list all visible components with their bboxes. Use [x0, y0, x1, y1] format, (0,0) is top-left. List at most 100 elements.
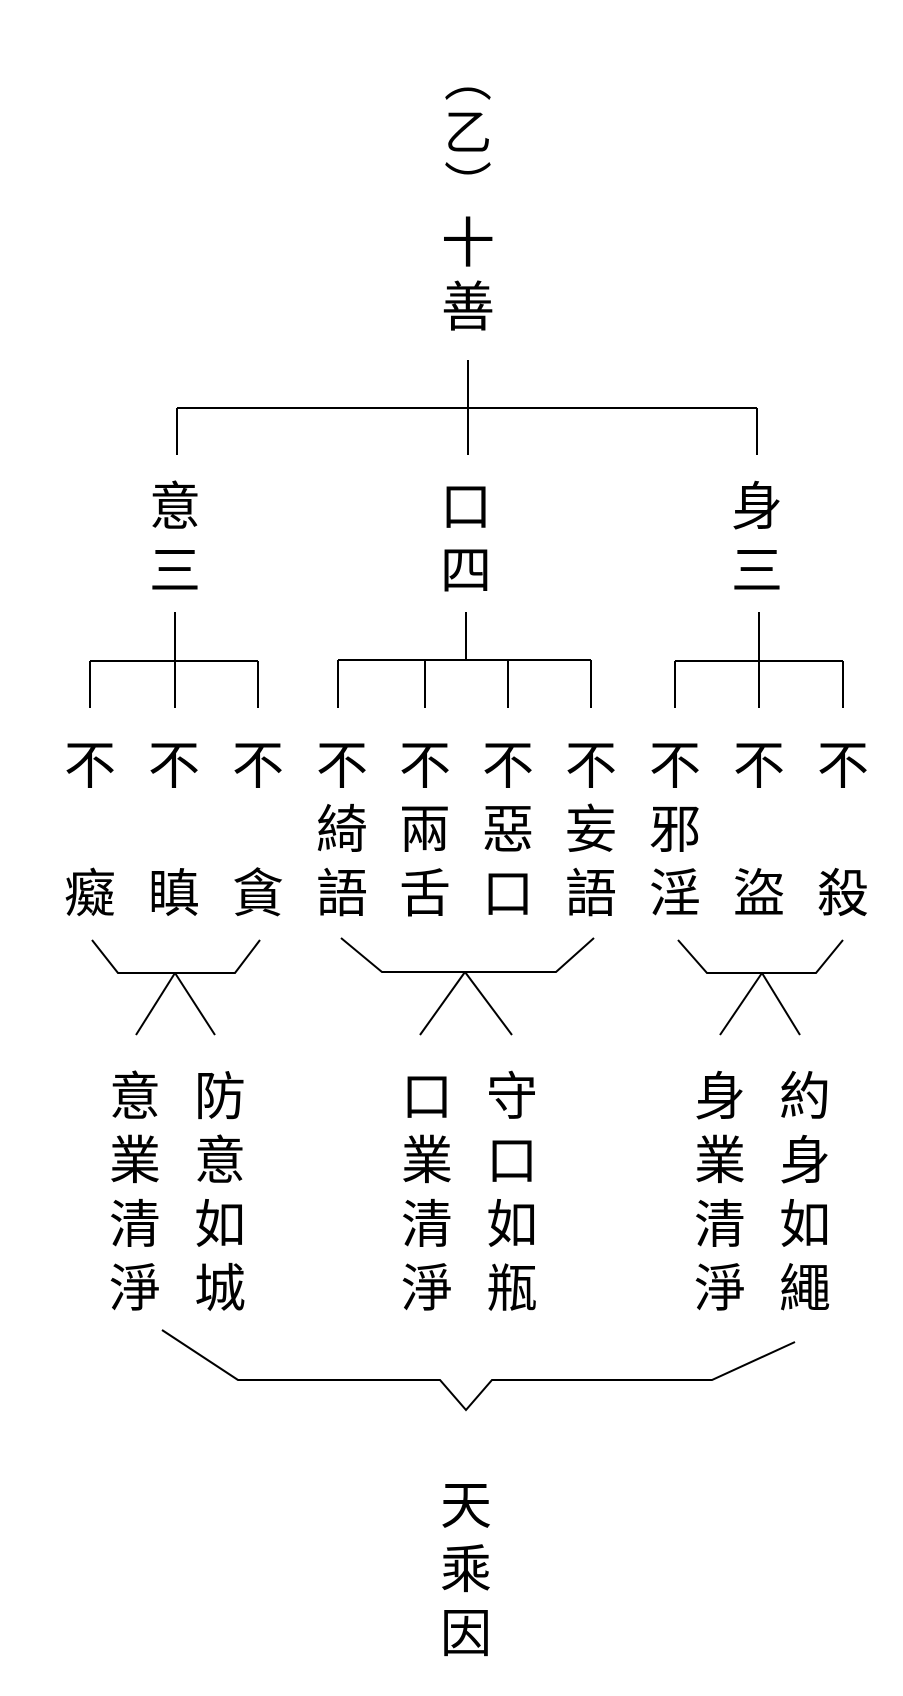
result-char: 防: [193, 1068, 246, 1128]
conclusion-char: 天: [439, 1477, 492, 1537]
result-char: 瓶: [485, 1260, 538, 1320]
bottom-brace: [161, 1329, 796, 1412]
result-char: 口: [400, 1068, 453, 1128]
result-char: 口: [485, 1132, 538, 1192]
result-char: 清: [693, 1196, 746, 1256]
result-column: 約 身 如 繩: [775, 1066, 835, 1322]
result-char: 淨: [693, 1260, 746, 1320]
virtue-char: 不: [816, 737, 869, 797]
virtue-char: 瞋: [147, 865, 200, 925]
virtue-item: 不 綺 語: [312, 735, 372, 927]
cross-line: [174, 972, 216, 1036]
cross-line: [464, 971, 513, 1036]
result-char: 意: [193, 1132, 246, 1192]
heading-char: 十: [441, 212, 495, 275]
conclusion: 天 乘 因: [436, 1475, 496, 1667]
virtue-char: [144, 799, 204, 863]
result-char: 約: [778, 1068, 831, 1128]
conclusion-char: 乘: [439, 1541, 492, 1601]
result-column: 意 業 清 淨: [105, 1066, 165, 1322]
result-char: 守: [485, 1068, 538, 1128]
group-name-speech: 口 四: [436, 476, 496, 604]
cross-line: [761, 972, 801, 1036]
group-name-char: 四: [439, 542, 492, 602]
title-label-char: 乙: [443, 105, 492, 161]
virtue-item: 不 癡: [60, 735, 120, 927]
result-char: 如: [485, 1196, 538, 1256]
group-name-mind: 意 三: [145, 476, 205, 604]
merge-bracket: [91, 939, 261, 974]
virtue-char: 不: [63, 737, 116, 797]
virtue-char: 兩: [398, 801, 451, 861]
cross-line: [135, 972, 176, 1036]
virtue-item: 不 兩 舌: [395, 735, 455, 927]
virtue-char: 舌: [398, 865, 451, 925]
virtue-char: 不: [398, 737, 451, 797]
virtue-char: 淫: [648, 865, 701, 925]
virtue-char: 口: [481, 865, 534, 925]
virtue-char: 不: [648, 737, 701, 797]
result-char: 淨: [108, 1260, 161, 1320]
virtue-char: 惡: [481, 801, 534, 861]
virtue-char: [813, 799, 873, 863]
virtue-char: 殺: [816, 865, 869, 925]
virtue-char: 不: [481, 737, 534, 797]
result-char: 淨: [400, 1260, 453, 1320]
conclusion-char: 因: [439, 1605, 492, 1665]
result-char: 繩: [778, 1260, 831, 1320]
virtue-char: 不: [231, 737, 284, 797]
result-char: 意: [108, 1068, 161, 1128]
group-name-char: 身: [730, 478, 783, 538]
result-char: 業: [693, 1132, 746, 1192]
group-name-char: 三: [730, 542, 783, 602]
result-column: 防 意 如 城: [190, 1066, 250, 1322]
virtue-char: 邪: [648, 801, 701, 861]
title-paren-open: ︵: [443, 52, 492, 108]
virtue-item: 不 盜: [729, 735, 789, 927]
diagram-heading: 十 善: [438, 212, 498, 340]
virtue-item: 不 貪: [228, 735, 288, 927]
virtue-char: [729, 799, 789, 863]
group-name-body: 身 三: [727, 476, 787, 604]
result-column: 身 業 清 淨: [690, 1066, 750, 1322]
result-char: 清: [400, 1196, 453, 1256]
virtue-char: 語: [315, 865, 368, 925]
virtue-item: 不 妄 語: [561, 735, 621, 927]
result-char: 如: [778, 1196, 831, 1256]
title-paren-close: ︶: [443, 158, 492, 214]
result-column: 口 業 清 淨: [397, 1066, 457, 1322]
virtue-char: 不: [732, 737, 785, 797]
result-char: 身: [693, 1068, 746, 1128]
virtue-item: 不 邪 淫: [645, 735, 705, 927]
virtue-char: 不: [147, 737, 200, 797]
result-char: 業: [400, 1132, 453, 1192]
virtue-char: 盜: [732, 865, 785, 925]
virtue-char: 綺: [315, 801, 368, 861]
virtue-char: 不: [315, 737, 368, 797]
virtue-char: 妄: [564, 801, 617, 861]
virtue-char: 語: [564, 865, 617, 925]
group-name-char: 三: [148, 542, 201, 602]
group-name-char: 口: [439, 478, 492, 538]
result-char: 身: [778, 1132, 831, 1192]
virtue-item: 不 瞋: [144, 735, 204, 927]
virtue-char: [228, 799, 288, 863]
result-char: 城: [193, 1260, 246, 1320]
result-char: 清: [108, 1196, 161, 1256]
result-column: 守 口 如 瓶: [482, 1066, 542, 1322]
group-name-char: 意: [148, 478, 201, 538]
virtue-char: 不: [564, 737, 617, 797]
heading-char: 善: [441, 276, 495, 339]
virtue-item: 不 殺: [813, 735, 873, 927]
cross-line: [719, 972, 763, 1036]
virtue-item: 不 惡 口: [478, 735, 538, 927]
result-char: 如: [193, 1196, 246, 1256]
title-label: ︵ 乙 ︶: [438, 55, 498, 211]
merge-bracket: [340, 937, 595, 973]
virtue-char: 癡: [63, 865, 116, 925]
virtue-char: [60, 799, 120, 863]
virtue-char: 貪: [231, 865, 284, 925]
result-char: 業: [108, 1132, 161, 1192]
